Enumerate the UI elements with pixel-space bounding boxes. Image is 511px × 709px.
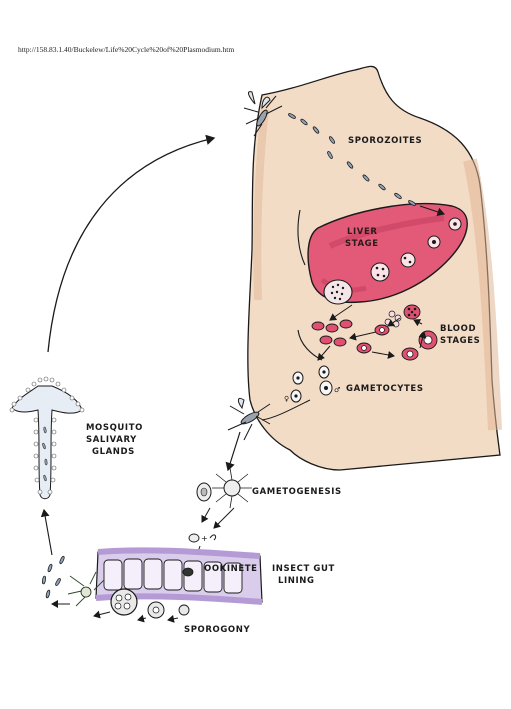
label-mosquito-line3: GLANDS (92, 447, 135, 457)
label-gametogenesis: GAMETOGENESIS (252, 487, 342, 497)
released-sporozoites (42, 555, 65, 599)
svg-text:+: + (201, 534, 208, 543)
svg-text:♂: ♂ (334, 386, 341, 394)
arrow (225, 431, 241, 472)
return-arc-arrow (47, 134, 216, 353)
arrow (419, 205, 446, 217)
gametocytes: ♂ ♀ (284, 365, 341, 403)
svg-text:♀: ♀ (284, 395, 290, 403)
oocysts (67, 571, 190, 623)
label-mosquito-line2: SALIVARY (86, 435, 137, 445)
label-sporogony: SPOROGONY (184, 625, 250, 635)
label-blood-stages-line1: BLOOD (440, 324, 476, 334)
arrow (40, 508, 53, 556)
label-insect-gut-line2: LINING (278, 576, 315, 586)
gametogenesis-figures: + (188, 467, 252, 559)
label-ookinete: OOKINETE (204, 564, 258, 574)
label-blood-stages-line2: STAGES (440, 336, 480, 346)
label-insect-gut-line1: INSECT GUT (272, 564, 335, 574)
blood-stages (311, 304, 438, 361)
label-sporozoites: SPOROZOITES (348, 136, 422, 146)
mosquito-salivary-gland (9, 376, 85, 500)
label-mosquito-line1: MOSQUITO (86, 423, 143, 433)
mosquito-blood-meal-icon (227, 397, 271, 441)
infected-hepatocyte (400, 252, 416, 268)
liver-schizont (370, 262, 390, 282)
liver (307, 203, 468, 305)
label-liver-stage-line2: STAGE (345, 239, 379, 249)
sporozoites-stream (288, 113, 416, 206)
label-liver-stage-line1: LIVER (347, 227, 378, 237)
mosquito-biting-icon (243, 91, 283, 137)
arrows-to-mosquito (261, 399, 311, 421)
label-gametocytes: GAMETOCYTES (346, 384, 424, 394)
source-url: http://158.83.1.40/Buckelew/Life%20Cycle… (18, 45, 235, 54)
